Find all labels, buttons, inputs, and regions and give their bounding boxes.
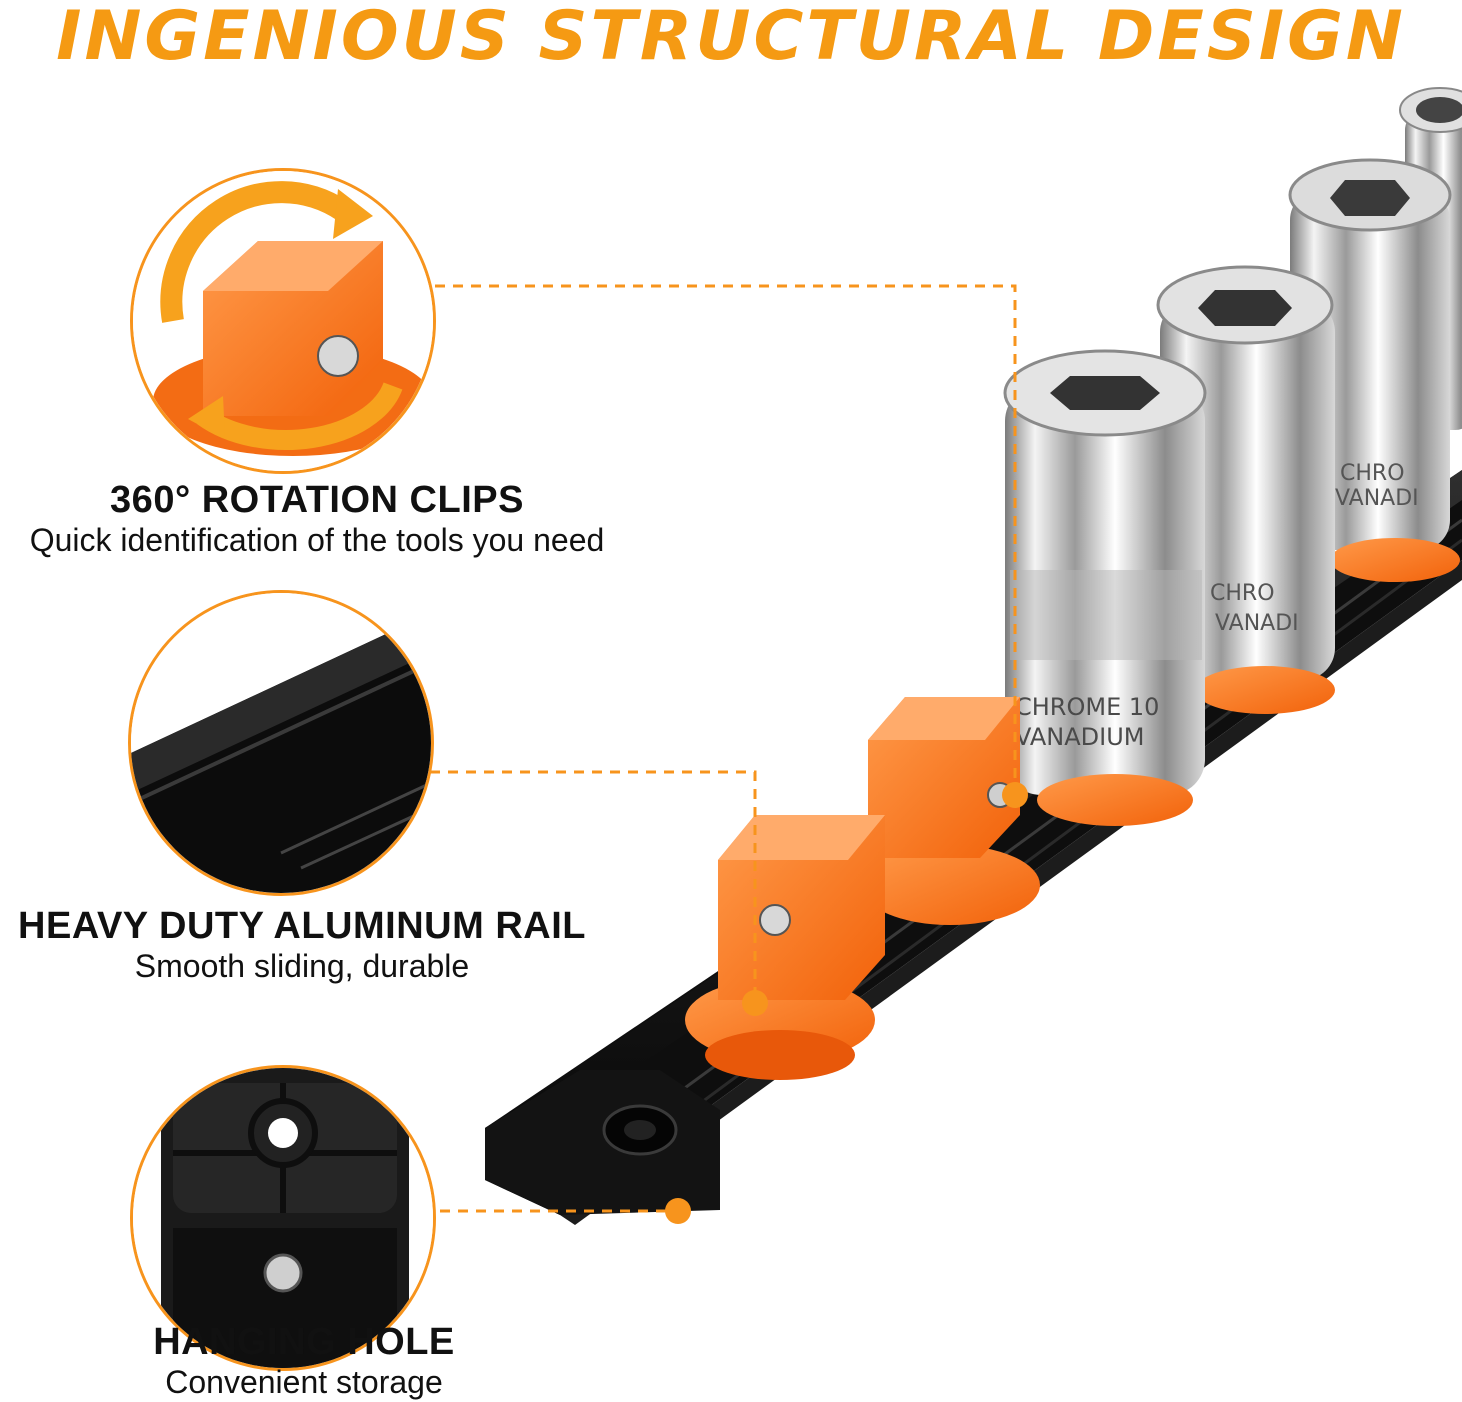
feature-heading: 360° ROTATION CLIPS <box>110 479 524 521</box>
feature-heading: HANGING HOLE <box>153 1321 455 1363</box>
hanging-hole-callout <box>130 1065 436 1371</box>
connector-dot-hole <box>665 1198 691 1224</box>
socket-marking-chrome-mid: CHRO <box>1210 581 1275 606</box>
feature-subtitle: Convenient storage <box>165 1364 443 1400</box>
connector-lines <box>430 284 1017 1213</box>
feature-hanging-hole: HANGING HOLE Convenient storage <box>0 1320 608 1400</box>
socket-marking-vanadium-mid: VANADI <box>1215 611 1299 636</box>
socket-marking-vanadium: VANADIUM <box>1015 723 1145 751</box>
feature-aluminum-rail: HEAVY DUTY ALUMINUM RAIL Smooth sliding,… <box>0 904 604 984</box>
clip-2 <box>860 697 1040 925</box>
rotation-clip-callout <box>130 168 436 474</box>
feature-subtitle: Quick identification of the tools you ne… <box>29 522 605 558</box>
feature-heading: HEAVY DUTY ALUMINUM RAIL <box>18 905 586 947</box>
connector-dot-rail <box>742 990 768 1016</box>
page-title: INGENIOUS STRUCTURAL DESIGN <box>56 0 1406 76</box>
socket-marking-chrome: CHROME 10 <box>1015 693 1159 721</box>
feature-rotation-clips: 360° ROTATION CLIPS Quick identification… <box>0 478 634 558</box>
rotation-clip-icon <box>133 171 433 471</box>
aluminum-rail-icon <box>131 593 431 893</box>
socket-marking-vanadium-small: VANADI <box>1335 486 1419 511</box>
connector-dot-rotation <box>1002 782 1028 808</box>
hanging-hole-icon <box>133 1068 433 1368</box>
clip-1 <box>685 815 885 1080</box>
feature-subtitle: Smooth sliding, durable <box>134 948 470 984</box>
socket-1: CHROME 10 VANADIUM <box>1003 349 1207 826</box>
aluminum-rail-callout <box>128 590 434 896</box>
socket-marking-chrome-small: CHRO <box>1340 461 1405 486</box>
